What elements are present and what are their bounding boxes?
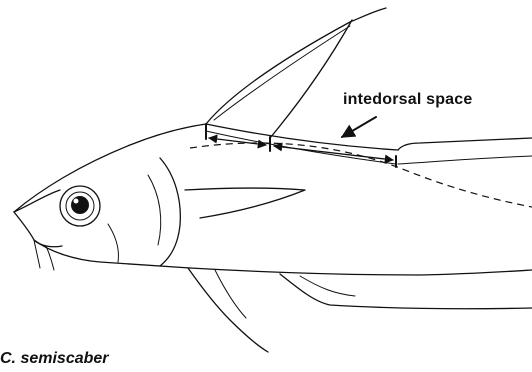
- second-dorsal-fin-base: [398, 156, 532, 164]
- anal-fin-base: [300, 276, 355, 296]
- second-dorsal-fin: [398, 138, 532, 150]
- dorsal-profile: [14, 124, 206, 212]
- anal-fin: [280, 274, 532, 309]
- annotation-label: intedorsal space: [343, 91, 472, 109]
- mouth: [14, 212, 62, 247]
- gill-cover: [160, 158, 180, 266]
- lower-jaw: [34, 240, 190, 268]
- pelvic-fin: [188, 268, 268, 352]
- eye-pupil: [71, 196, 89, 214]
- cheek: [108, 224, 118, 262]
- eye-highlight: [74, 199, 79, 204]
- pectoral-fin: [185, 188, 305, 218]
- species-caption: C. semiscaber: [0, 350, 109, 368]
- label-pointer-arrow: [342, 117, 376, 137]
- snout-upper: [14, 190, 60, 212]
- dorsal-fin-rays: [214, 26, 350, 120]
- belly-line: [190, 268, 532, 275]
- gill-cover-inner: [148, 175, 161, 245]
- lateral-line: [190, 143, 532, 207]
- pelvic-fin-edge: [215, 270, 246, 318]
- first-dorsal-fin-rear-edge: [270, 20, 352, 138]
